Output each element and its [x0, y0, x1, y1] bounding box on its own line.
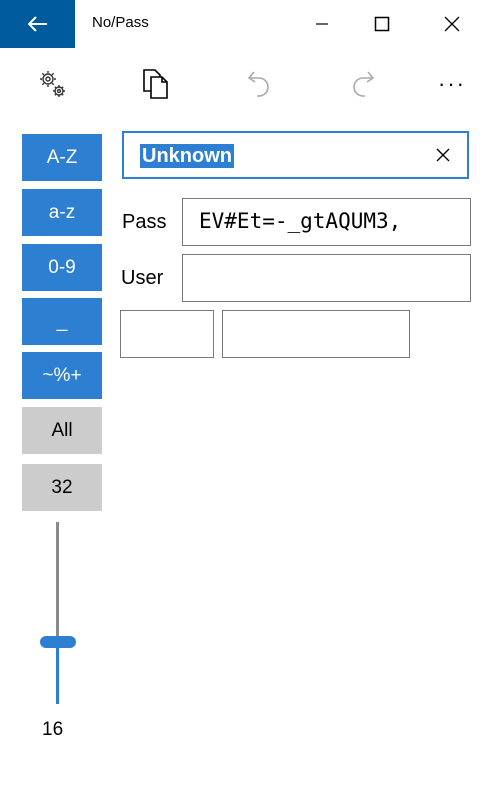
settings-button[interactable]	[31, 62, 75, 106]
app-title: No/Pass	[92, 14, 149, 31]
extra-field-left[interactable]	[120, 310, 214, 358]
clear-button[interactable]	[431, 143, 455, 167]
lowercase-toggle[interactable]: a-z	[22, 189, 102, 236]
minimize-button[interactable]	[299, 0, 345, 48]
copy-button[interactable]	[134, 62, 178, 106]
extra-field-right[interactable]	[222, 310, 410, 358]
settings-icon	[40, 71, 65, 97]
pass-field[interactable]: EV#Et=-_gtAQUM3,	[182, 198, 471, 246]
redo-icon	[353, 71, 375, 97]
underscore-toggle[interactable]: _	[22, 298, 102, 345]
length-32-button[interactable]: 32	[22, 464, 102, 511]
undo-icon	[247, 71, 269, 97]
clear-icon	[436, 148, 450, 162]
undo-button[interactable]	[238, 62, 282, 106]
symbols-toggle[interactable]: ~%+	[22, 352, 102, 399]
slider-track-upper[interactable]	[56, 522, 59, 642]
name-selected-text[interactable]: Unknown	[140, 144, 234, 168]
minimize-icon	[316, 23, 328, 25]
user-field[interactable]	[182, 254, 471, 302]
slider-value: 16	[42, 719, 64, 740]
close-icon	[444, 16, 460, 32]
user-label: User	[121, 267, 164, 289]
more-button[interactable]: ···	[430, 62, 474, 106]
close-window-button[interactable]	[429, 0, 475, 48]
uppercase-toggle[interactable]: A-Z	[22, 134, 102, 181]
more-icon: ···	[438, 71, 466, 96]
slider-track-filled[interactable]	[56, 642, 59, 704]
digits-toggle[interactable]: 0-9	[22, 244, 102, 291]
back-button[interactable]	[0, 0, 75, 48]
copy-icon	[143, 69, 168, 99]
slider-thumb[interactable]	[40, 636, 76, 648]
pass-value[interactable]: EV#Et=-_gtAQUM3,	[199, 209, 402, 233]
back-arrow-icon	[27, 16, 47, 32]
maximize-button[interactable]	[359, 0, 405, 48]
name-input[interactable]: Unknown	[122, 131, 469, 179]
pass-label: Pass	[122, 211, 167, 233]
title-bar: No/Pass	[0, 0, 489, 48]
all-button[interactable]: All	[22, 407, 102, 454]
redo-button[interactable]	[340, 62, 384, 106]
maximize-icon	[374, 16, 390, 32]
